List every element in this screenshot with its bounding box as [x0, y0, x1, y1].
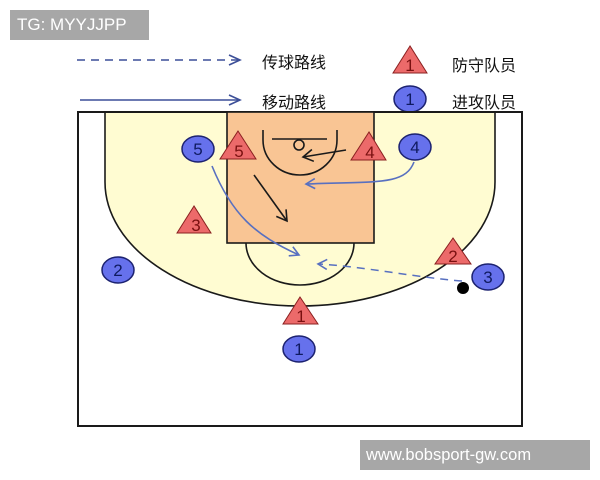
half-court [77, 111, 523, 427]
svg-text:1: 1 [405, 90, 414, 109]
legend-defender-label: 防守队员 [452, 56, 517, 75]
pass-route-3-to-5 [316, 258, 463, 282]
attacker-2: 2 [101, 256, 135, 284]
basketball-icon [457, 282, 469, 294]
svg-text:5: 5 [234, 142, 243, 161]
svg-text:4: 4 [410, 138, 419, 157]
defender-5: 5 [219, 130, 257, 161]
watermark-bottom: www.bobsport-gw.com [360, 440, 590, 470]
paint-key [226, 111, 375, 244]
attacker-4: 4 [398, 133, 432, 161]
move-route-attacker-5 [211, 165, 301, 257]
legend-defender-triangle-icon: 1 [392, 45, 428, 75]
svg-text:2: 2 [448, 247, 457, 266]
defender-4: 4 [350, 131, 387, 162]
svg-text:5: 5 [193, 140, 202, 159]
svg-text:4: 4 [365, 143, 374, 162]
free-throw-circle [245, 242, 355, 286]
attacker-5: 5 [181, 135, 215, 163]
svg-text:3: 3 [483, 268, 492, 287]
svg-text:1: 1 [296, 307, 305, 326]
move-route-defender-5 [253, 174, 288, 223]
legend-move-route-label: 移动路线 [262, 93, 327, 112]
svg-text:3: 3 [191, 216, 200, 235]
legend-attacker-circle-icon: 1 [393, 85, 427, 113]
defender-2: 2 [434, 237, 472, 266]
defender-3: 3 [176, 205, 212, 235]
attacker-1: 1 [282, 335, 316, 363]
move-route-defender-4 [301, 148, 347, 163]
attacker-3: 3 [471, 263, 505, 291]
defender-1: 1 [282, 296, 319, 326]
legend-pass-route-label: 传球路线 [262, 53, 327, 72]
move-route-attacker-4 [304, 161, 415, 190]
hoop [293, 139, 305, 151]
watermark-top: TG: MYYJJPP [10, 10, 149, 40]
legend-attacker-label: 进攻队员 [452, 93, 517, 112]
svg-text:1: 1 [294, 340, 303, 359]
svg-text:1: 1 [405, 56, 414, 75]
svg-text:2: 2 [113, 261, 122, 280]
